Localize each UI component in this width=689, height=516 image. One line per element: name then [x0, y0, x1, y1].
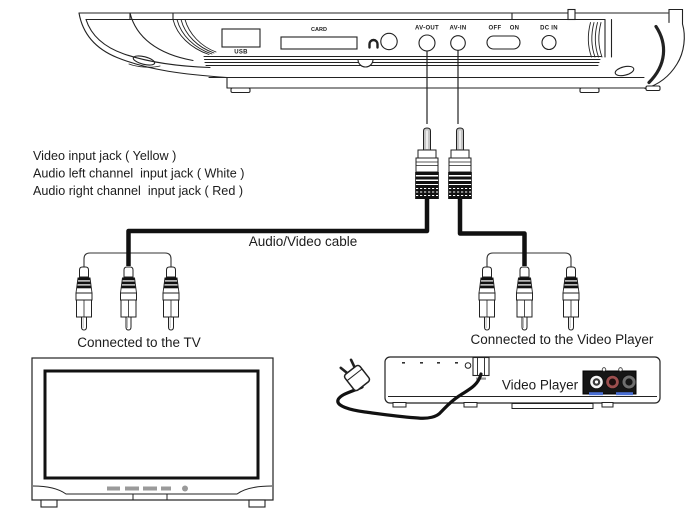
- off-label: OFF: [489, 26, 502, 32]
- tv-button: [125, 486, 139, 491]
- card-slot: [280, 36, 358, 50]
- tv-power-led: [182, 485, 188, 492]
- device-right-oval: [614, 65, 635, 77]
- tv-screen: [43, 369, 260, 480]
- player-power-socket-lines: [477, 357, 485, 376]
- device-left-undercurve: [128, 63, 161, 68]
- av-cable-to-player: [457, 197, 527, 266]
- rca-connector-player-white: [516, 266, 533, 331]
- panel-screw: [601, 367, 607, 372]
- player-caption: Connected to the Video Player: [471, 332, 654, 347]
- player-skid-bar: [511, 403, 594, 409]
- dvd-player-drawing: [78, 8, 685, 94]
- power-plug: [339, 358, 371, 392]
- player-branch-wire: [486, 252, 572, 267]
- on-label: ON: [510, 26, 520, 32]
- device-foot-left: [230, 87, 251, 94]
- jack-label-strip: [616, 392, 633, 396]
- device-left-inner: [85, 18, 211, 69]
- player-name-label: Video Player: [502, 378, 579, 393]
- av-in-label: AV-IN: [449, 26, 466, 32]
- device-right-seam: [604, 18, 613, 58]
- tv-foot-left: [40, 499, 58, 508]
- rca-connector-player-red: [562, 266, 580, 331]
- device-right-tab: [668, 8, 684, 25]
- device-corner-trim: [647, 24, 666, 85]
- player-vent-dot: [420, 362, 423, 364]
- device-left-outer: [78, 12, 228, 79]
- av-out-jack: [418, 34, 436, 52]
- panel-screw: [618, 367, 623, 372]
- rca-connector-tv-yellow: [75, 266, 93, 331]
- dc-in-label: DC IN: [540, 26, 558, 32]
- device-band-ticks: [129, 12, 513, 21]
- tv-button: [107, 486, 120, 491]
- player-jack-panel: [582, 367, 637, 396]
- rca-connector-tv-red: [162, 266, 180, 331]
- audio-right-annotation: Audio right channel input jack ( Red ): [33, 184, 243, 198]
- device-top-tab: [567, 8, 576, 21]
- plug-face-line: [346, 368, 363, 382]
- headphone-icon: [368, 38, 379, 49]
- rca-connector-player-yellow: [478, 266, 496, 331]
- device-right-hatch: [587, 22, 603, 58]
- tv-button: [161, 486, 171, 491]
- tv-front-trim: [32, 485, 273, 495]
- audio-left-annotation: Audio left channel input jack ( White ): [33, 167, 244, 181]
- device-left-swoosh: [129, 12, 194, 62]
- tv-drawing: [31, 357, 274, 508]
- rca-connector-tv-white: [120, 266, 137, 331]
- tv-panel-ticks: [132, 494, 168, 500]
- dc-in-jack: [541, 34, 557, 51]
- device-left-oval: [132, 55, 156, 66]
- device-notch: [357, 58, 374, 68]
- av-out-label: AV-OUT: [415, 26, 439, 32]
- device-foot-right: [579, 87, 600, 94]
- power-switch: [486, 35, 521, 50]
- av-out-plug: [414, 127, 440, 200]
- device-left-hatch: [172, 19, 217, 55]
- usb-label: USB: [234, 50, 248, 56]
- player-vent-dot: [402, 362, 405, 364]
- tv-button: [143, 486, 157, 491]
- cable-label: Audio/Video cable: [249, 234, 358, 249]
- tv-caption: Connected to the TV: [77, 335, 201, 350]
- red-rca-jack: [605, 374, 620, 390]
- card-label: CARD: [311, 27, 327, 33]
- jack-label-strip: [589, 392, 603, 396]
- device-foot-corner: [645, 85, 661, 92]
- av-in-plug: [447, 127, 473, 200]
- player-foot: [392, 402, 407, 408]
- player-vent-dot: [455, 362, 458, 364]
- usb-port: [221, 28, 261, 48]
- power-cord: [336, 372, 483, 420]
- av-cable-to-tv: [126, 197, 430, 266]
- player-foot: [463, 402, 478, 408]
- player-vent-dot: [437, 362, 440, 364]
- device-chamfer-lines: [203, 55, 602, 67]
- white-rca-jack: [589, 374, 604, 390]
- black-rca-jack: [621, 374, 637, 390]
- device-right-edge: [644, 23, 685, 90]
- plug-body: [343, 364, 371, 392]
- video-jack-annotation: Video input jack ( Yellow ): [33, 149, 176, 163]
- tv-foot-right: [248, 499, 266, 508]
- player-screw: [464, 362, 472, 369]
- headphone-jack: [380, 32, 398, 51]
- player-foot: [601, 402, 614, 408]
- av-in-jack: [450, 35, 466, 51]
